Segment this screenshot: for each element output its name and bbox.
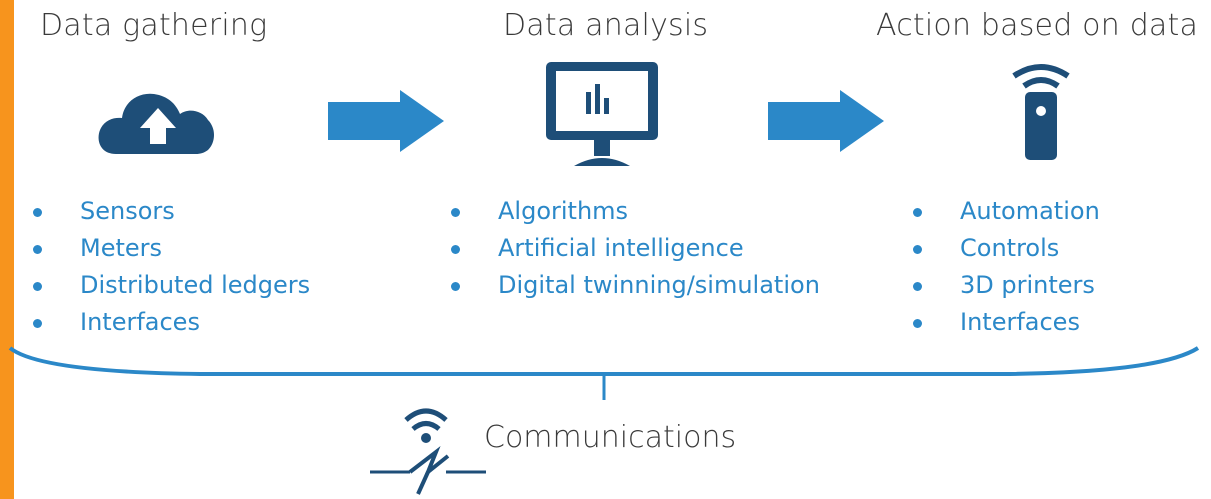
bullet-dot <box>33 208 42 217</box>
list-item: Distributed ledgers <box>30 267 310 304</box>
list-item: 3D printers <box>910 267 1100 304</box>
list-item: Interfaces <box>30 304 310 341</box>
arrow-right-icon <box>768 90 884 152</box>
list-item: Controls <box>910 230 1100 267</box>
list-item: Artificial intelligence <box>448 230 820 267</box>
wireless-signal-icon <box>370 408 486 495</box>
list-item: Interfaces <box>910 304 1100 341</box>
list-item: Sensors <box>30 193 310 230</box>
arrow-right-icon <box>328 90 444 152</box>
list-item: Digital twinning/simulation <box>448 267 820 304</box>
grouping-bracket <box>8 346 1200 400</box>
remote-control-icon <box>1012 64 1070 160</box>
bullet-dot <box>913 319 922 328</box>
list-item: Meters <box>30 230 310 267</box>
bullet-dot <box>451 208 460 217</box>
stage-title-action: Action based on data <box>876 8 1199 43</box>
list-item: Algorithms <box>448 193 820 230</box>
bullet-dot <box>451 282 460 291</box>
bullet-dot <box>451 245 460 254</box>
bullet-dot <box>33 245 42 254</box>
list-data-analysis: Algorithms Artificial intelligence Digit… <box>448 193 820 304</box>
left-accent-bar <box>0 0 14 499</box>
bullet-dot <box>913 245 922 254</box>
bullet-dot <box>913 282 922 291</box>
stage-title-data-analysis: Data analysis <box>503 8 709 43</box>
bullet-dot <box>33 282 42 291</box>
list-action: Automation Controls 3D printers Interfac… <box>910 193 1100 341</box>
list-item: Automation <box>910 193 1100 230</box>
list-data-gathering: Sensors Meters Distributed ledgers Inter… <box>30 193 310 341</box>
bullet-dot <box>913 208 922 217</box>
bullet-dot <box>33 319 42 328</box>
stage-title-data-gathering: Data gathering <box>40 8 268 43</box>
communications-label: Communications <box>484 420 737 455</box>
monitor-chart-icon <box>546 62 658 166</box>
cloud-upload-icon <box>98 93 214 154</box>
